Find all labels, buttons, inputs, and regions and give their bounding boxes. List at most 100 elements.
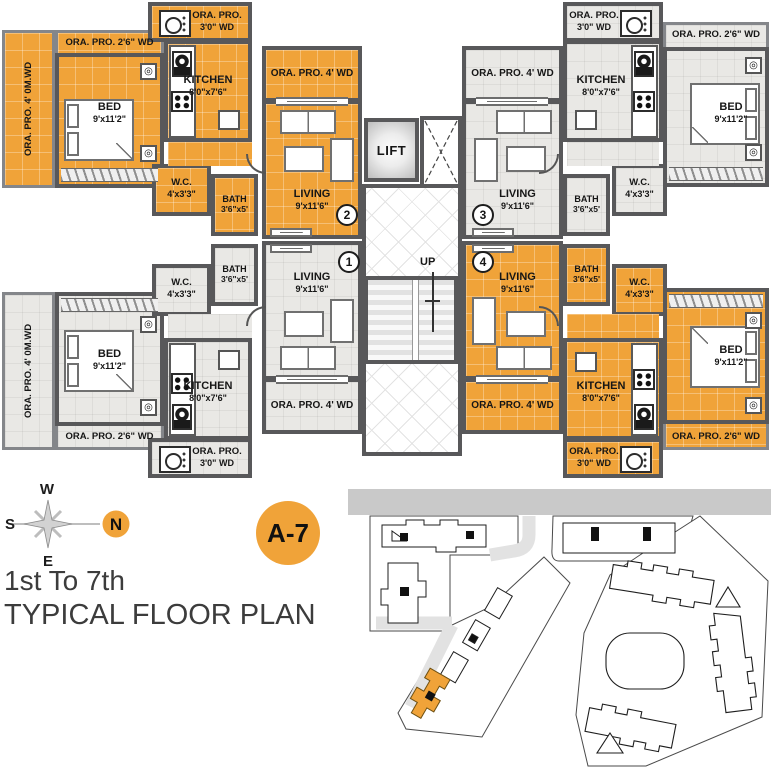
title-line2: TYPICAL FLOOR PLAN — [4, 598, 316, 631]
window — [270, 228, 312, 237]
balcony-label: ORA. PRO. 4' WD — [471, 400, 554, 411]
bed-furniture — [64, 330, 134, 392]
unit-number-2: 2 — [336, 204, 358, 226]
fixture-icon: ◎ — [140, 145, 157, 162]
armchair — [472, 297, 496, 345]
sofa — [280, 346, 336, 370]
bed-fold — [692, 328, 708, 344]
armchair — [330, 138, 354, 182]
lift-cores — [400, 527, 651, 596]
unit1-wc: W.C.4'x3'3" — [152, 264, 211, 316]
bed-furniture — [690, 326, 760, 388]
plan-title: 1st To 7th TYPICAL FLOOR PLAN — [4, 564, 316, 632]
fixture-icon: ◎ — [140, 399, 157, 416]
building-footprints — [380, 519, 676, 624]
window-band — [669, 167, 763, 181]
unit2-balcony: ORA. PRO. 4' WD — [262, 46, 362, 102]
stair-divider — [412, 280, 419, 360]
balcony-label: ORA. PRO.3'0" WD — [569, 10, 619, 32]
unit4-dry-balcony: ORA. PRO.3'0" WD — [563, 438, 663, 478]
compass-south: S — [5, 516, 15, 533]
unit2-side-balcony: ORA. PRO. 4' 0M.WD — [2, 30, 55, 188]
window — [270, 244, 312, 253]
balcony-label: ORA. PRO. 2'6" WD — [65, 37, 154, 48]
armchair — [330, 299, 354, 343]
balcony-label: ORA. PRO. 4' WD — [270, 400, 354, 411]
fixture-icon: ◎ — [745, 312, 762, 329]
sink-icon — [634, 51, 654, 77]
kitchen-counter — [631, 343, 658, 436]
pillow — [745, 88, 757, 112]
pillow — [67, 104, 79, 128]
unit3-passage — [567, 142, 659, 166]
lift: LIFT — [364, 118, 419, 182]
duct-shaft — [420, 116, 462, 188]
washing-machine-icon — [620, 10, 652, 37]
bed-fold — [116, 374, 132, 390]
room-label: W.C.4'x3'3" — [625, 177, 654, 199]
washing-machine-icon — [159, 446, 191, 473]
pillow — [745, 331, 757, 355]
unit3-dry-balcony: ORA. PRO.3'0" WD — [563, 2, 663, 42]
door-arc — [246, 154, 266, 174]
armchair — [474, 138, 498, 182]
balcony-label: ORA. PRO. 4' 0M.WD — [23, 61, 34, 157]
fixture-icon: ◎ — [745, 397, 762, 414]
unit1-side-balcony: ORA. PRO. 4' 0M.WD — [2, 292, 55, 450]
sofa — [280, 110, 336, 134]
compass-east: E — [43, 553, 53, 570]
up-label: UP — [420, 256, 436, 268]
window — [276, 375, 348, 384]
up-direction-line — [432, 272, 434, 332]
balcony-label: ORA. PRO. 2'6" WD — [65, 431, 154, 442]
bed-furniture — [690, 83, 760, 145]
balcony-label: ORA. PRO.3'0" WD — [192, 10, 242, 32]
sink-icon — [172, 404, 192, 430]
window — [472, 244, 514, 253]
up-tick — [425, 300, 440, 302]
pillow — [745, 359, 757, 383]
stove-icon — [171, 91, 193, 112]
unit-number-4: 4 — [472, 251, 494, 273]
unit1-dry-balcony: ORA. PRO.3'0" WD — [148, 438, 252, 478]
unit2-dry-balcony: ORA. PRO.3'0" WD — [148, 2, 252, 42]
kitchen-window — [575, 110, 597, 130]
compass-north: N — [110, 515, 122, 534]
washing-machine-icon — [159, 10, 191, 37]
kitchen-counter — [169, 45, 196, 138]
main-road — [348, 489, 771, 515]
coffee-table — [284, 146, 324, 172]
window-band — [669, 294, 763, 308]
fixture-icon: ◎ — [140, 63, 157, 80]
unit-number-1: 1 — [338, 251, 360, 273]
window — [472, 228, 514, 237]
pillow — [745, 116, 757, 140]
compass-star — [23, 499, 73, 549]
fixture-icon: ◎ — [140, 316, 157, 333]
room-label: W.C.4'x3'3" — [167, 277, 196, 299]
title-line1: 1st To 7th — [4, 565, 125, 596]
building-a7-highlight — [409, 667, 451, 719]
window — [476, 97, 548, 106]
